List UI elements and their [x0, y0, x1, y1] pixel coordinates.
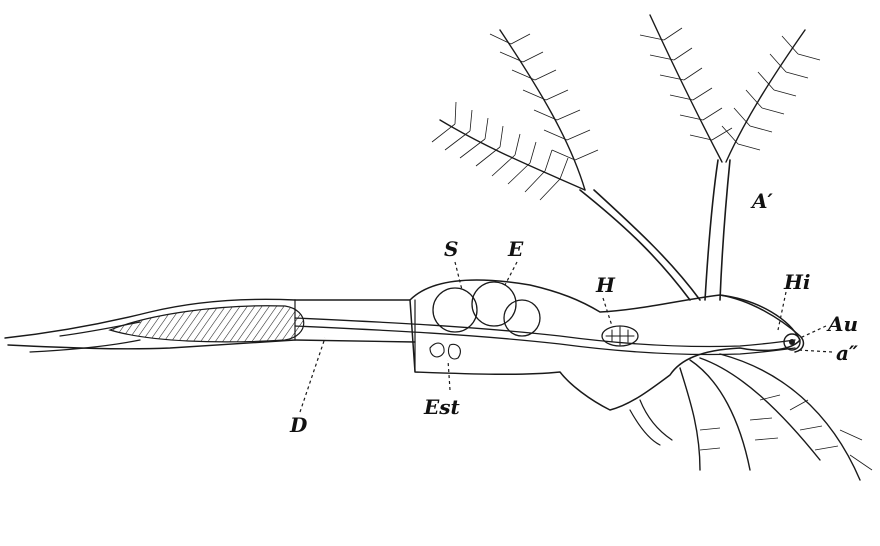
label-s: S	[444, 237, 458, 261]
hatched-gut	[108, 305, 305, 343]
egg	[503, 299, 541, 337]
eye	[783, 333, 801, 351]
leader-lines	[299, 261, 833, 413]
egg	[471, 281, 517, 327]
legs	[629, 353, 873, 481]
head	[719, 294, 805, 353]
label-est: Est	[423, 395, 461, 419]
label-hi: Hi	[783, 270, 811, 294]
stomach	[429, 342, 445, 358]
label-e: E	[507, 237, 524, 261]
heart	[601, 325, 639, 347]
egg	[432, 287, 478, 333]
intestine	[294, 317, 796, 356]
antennae	[431, 14, 821, 301]
label-h: H	[595, 273, 616, 297]
label-antennule: A′	[750, 189, 774, 213]
label-second-antenna: a″	[836, 341, 858, 365]
label-au: Au	[826, 312, 858, 336]
thorax	[409, 279, 801, 411]
label-d: D	[289, 413, 308, 437]
body-segment	[294, 299, 416, 343]
tail	[4, 298, 305, 353]
